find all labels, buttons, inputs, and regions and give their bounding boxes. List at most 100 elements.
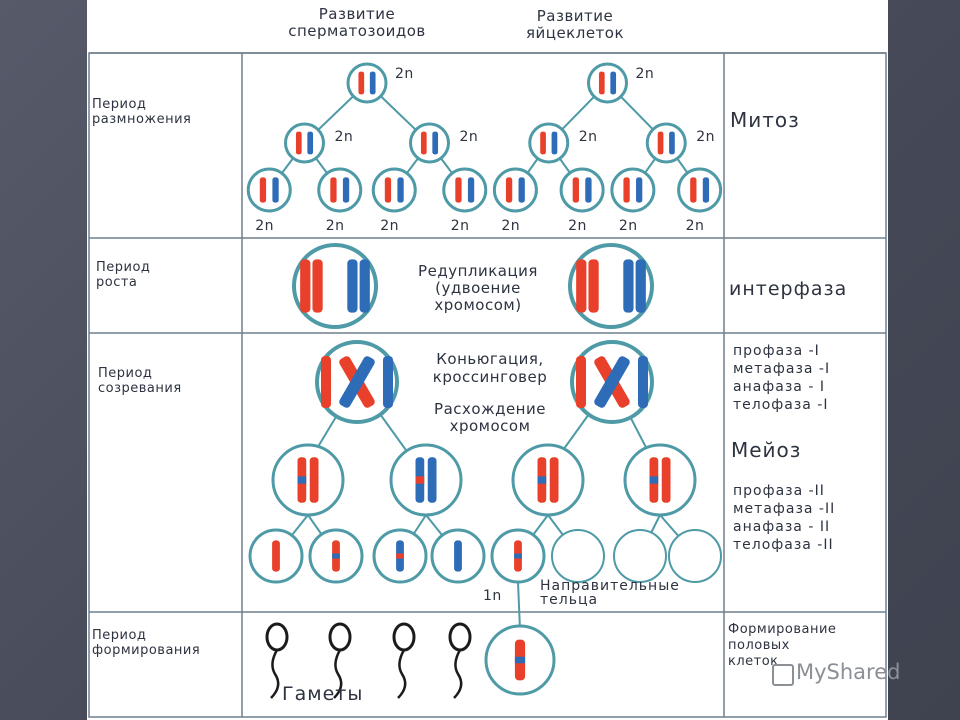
chromosome <box>505 177 513 203</box>
chromosome <box>690 177 697 203</box>
cell <box>587 62 628 104</box>
chromosome <box>598 71 605 95</box>
chromosome <box>330 177 337 203</box>
chromosome <box>585 177 592 203</box>
ploidy-label: 2n <box>619 218 638 234</box>
crossing-chromatid <box>594 356 630 408</box>
chromosome <box>307 131 314 155</box>
chromosome-band <box>396 553 404 559</box>
chromosome <box>358 71 365 95</box>
chromosome-band <box>514 553 522 559</box>
replication-note: Редупликация (удвоение хромосом) <box>418 262 538 314</box>
cell <box>492 167 538 213</box>
cell <box>389 443 463 517</box>
chromosome-band <box>537 476 547 484</box>
meiosis-label: Мейоз <box>731 438 802 462</box>
chromosome <box>272 540 280 572</box>
cell <box>409 122 450 164</box>
chromosome <box>309 457 319 503</box>
ploidy-label: 2n <box>636 66 655 82</box>
sperm-development-title: Развитие сперматозоидов <box>288 5 426 40</box>
chromosome-band <box>297 476 307 484</box>
chromosome <box>369 71 376 95</box>
diagram-sheet <box>87 0 888 720</box>
chromosome <box>397 177 404 203</box>
watermark-icon <box>772 664 794 686</box>
chromosome-band <box>332 553 340 559</box>
sperm-head <box>328 622 352 652</box>
chromosome <box>295 131 302 155</box>
watermark-text: MyShared <box>796 660 901 684</box>
chromosome <box>321 356 331 408</box>
sperm-tail <box>270 649 280 699</box>
growth-period-label: Период роста <box>96 260 151 290</box>
mitosis-label: Митоз <box>730 108 800 132</box>
chromosome <box>432 131 439 155</box>
ploidy-label: 2n <box>255 218 274 234</box>
chromosome <box>467 177 475 203</box>
chromosome <box>259 177 267 203</box>
chromosome <box>702 177 710 203</box>
cell <box>511 443 585 517</box>
chromosome <box>518 177 525 203</box>
sperm-tail <box>453 649 463 699</box>
chromosome <box>427 457 437 503</box>
chromosome <box>384 177 392 203</box>
chromosome <box>623 259 634 313</box>
chromosome <box>657 131 664 155</box>
chromosome <box>359 259 370 313</box>
polar-body <box>668 529 722 583</box>
ploidy-label: 2n <box>395 66 414 82</box>
cell <box>284 122 325 164</box>
ploidy-label: 2n <box>460 129 479 145</box>
interphase-label: интерфаза <box>729 278 848 300</box>
chromosome <box>610 71 617 95</box>
chromosome <box>588 259 599 313</box>
cell <box>559 167 605 213</box>
chromosome <box>420 131 427 155</box>
sperm-head <box>448 622 472 652</box>
chromosome <box>347 259 358 313</box>
divergence-note: Расхождение хромосом <box>434 400 546 435</box>
cell <box>271 443 345 517</box>
ploidy-label: 2n <box>579 129 598 145</box>
chromosome <box>635 259 646 313</box>
chromosome-band <box>649 476 659 484</box>
cell <box>246 167 292 213</box>
cell <box>677 167 723 213</box>
cell <box>610 167 656 213</box>
ploidy-label: 2n <box>326 218 345 234</box>
ploidy-label: 2n <box>686 218 705 234</box>
sperm-head <box>392 622 416 652</box>
chromosome <box>669 131 675 155</box>
chromosome <box>540 131 546 155</box>
crossing-chromatid <box>339 356 375 408</box>
chromosome <box>342 177 350 203</box>
polar-body <box>551 529 605 583</box>
conjugation-note: Коньюгация, кроссинговер <box>432 350 548 386</box>
chromosome <box>312 259 323 313</box>
chromosome <box>549 457 559 503</box>
cell <box>371 167 417 213</box>
sperm-head <box>265 622 289 652</box>
chromosome <box>636 177 643 203</box>
chromosome <box>572 177 579 203</box>
chromosome <box>638 356 648 408</box>
chromosome <box>383 356 393 408</box>
ploidy-label: 2n <box>696 129 715 145</box>
chromosome <box>623 177 630 203</box>
egg-development-title: Развитие яйцеклеток <box>525 7 625 42</box>
cell <box>317 167 363 213</box>
formation-period-label: Период формирования <box>92 628 201 658</box>
chromosome <box>576 259 587 313</box>
connector-line <box>517 581 521 631</box>
chromosome <box>551 131 558 155</box>
chromosome <box>454 540 462 572</box>
ploidy-label: 2n <box>501 218 520 234</box>
chromosome <box>300 259 311 313</box>
chromosome <box>576 356 586 408</box>
chromosome-band <box>514 656 526 664</box>
cell <box>645 122 687 164</box>
gametes-label: Гаметы <box>282 683 364 705</box>
